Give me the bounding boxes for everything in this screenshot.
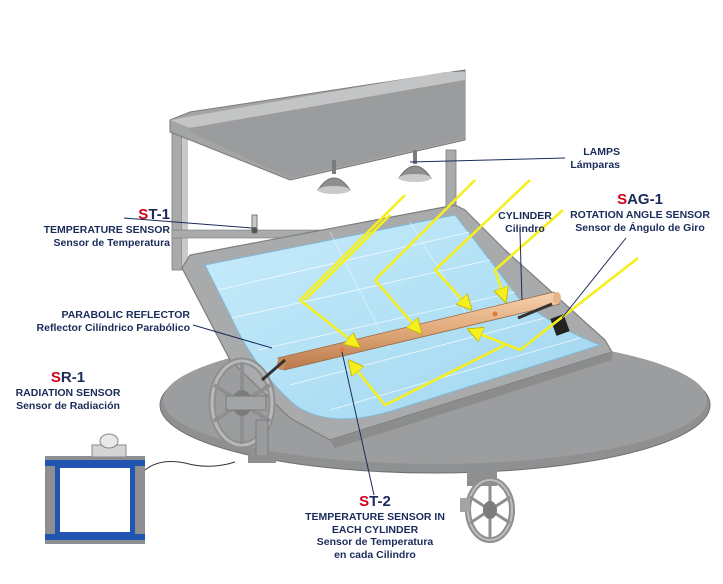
radiation-sensor-stand: [45, 434, 235, 544]
label-lamps: LAMPS Lámparas: [540, 146, 620, 171]
st2-es-1: Sensor de Temperatura: [300, 536, 450, 549]
st2-en-1: TEMPERATURE SENSOR IN: [300, 511, 450, 524]
sag1-code: SAG-1: [565, 191, 715, 209]
cylinder-es: Cilindro: [490, 223, 560, 236]
st2-code: ST-2: [300, 493, 450, 511]
canopy-roof: [170, 70, 465, 180]
label-st1: ST-1 TEMPERATURE SENSOR Sensor de Temper…: [20, 206, 170, 249]
lamps-en: LAMPS: [540, 146, 620, 159]
st2-en-2: EACH CYLINDER: [300, 524, 450, 537]
label-st2: ST-2 TEMPERATURE SENSOR IN EACH CYLINDER…: [300, 493, 450, 561]
reflector-es: Reflector Cilíndrico Parabólico: [10, 322, 190, 335]
label-sag1: SAG-1 ROTATION ANGLE SENSOR Sensor de Án…: [565, 191, 715, 234]
st1-es: Sensor de Temperatura: [20, 237, 170, 250]
label-cylinder: CYLINDER Cilindro: [490, 210, 560, 235]
st1-code: ST-1: [20, 206, 170, 224]
reflector-en: PARABOLIC REFLECTOR: [10, 309, 190, 322]
cylinder-en: CYLINDER: [490, 210, 560, 223]
st2-es-2: en cada Cilindro: [300, 549, 450, 562]
caster-wheel: [460, 470, 512, 540]
sag1-es: Sensor de Ángulo de Giro: [565, 222, 715, 235]
label-reflector: PARABOLIC REFLECTOR Reflector Cilíndrico…: [10, 309, 190, 334]
sr1-es: Sensor de Radiación: [8, 400, 128, 413]
lamps-es: Lámparas: [540, 159, 620, 172]
sr1-en: RADIATION SENSOR: [8, 387, 128, 400]
label-sr1: SR-1 RADIATION SENSOR Sensor de Radiació…: [8, 369, 128, 412]
sr1-code: SR-1: [8, 369, 128, 387]
temperature-sensor-st1: [252, 215, 258, 233]
st1-en: TEMPERATURE SENSOR: [20, 224, 170, 237]
sag1-en: ROTATION ANGLE SENSOR: [565, 209, 715, 222]
